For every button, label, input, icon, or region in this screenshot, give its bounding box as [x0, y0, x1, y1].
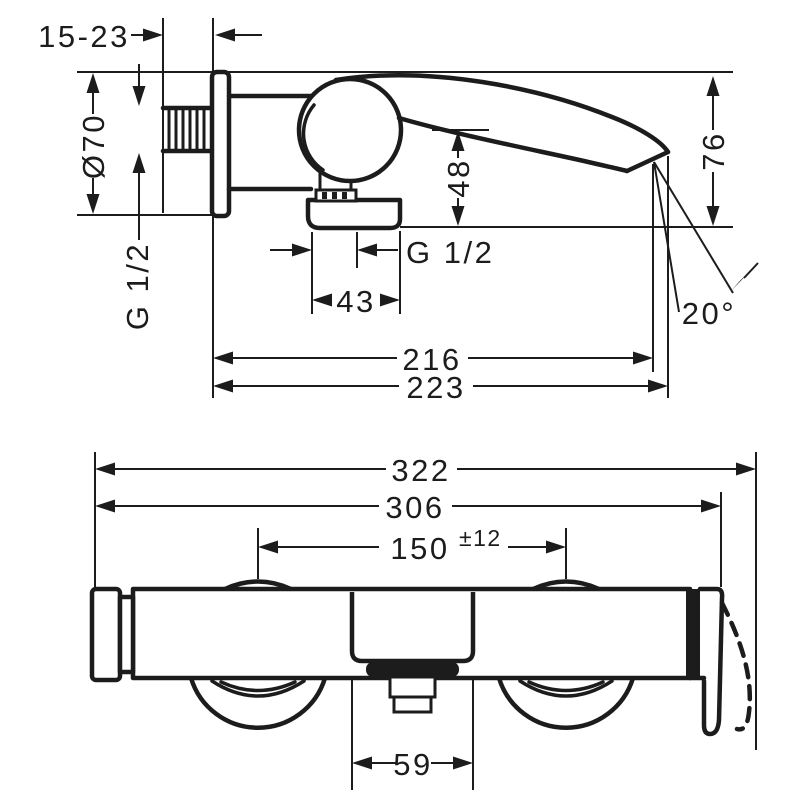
faucet-plan-geometry: [89, 579, 752, 737]
arrowhead: [312, 293, 332, 307]
arrowhead: [380, 293, 400, 307]
cartridge-housing: [349, 592, 476, 664]
reach-total-label: 223: [406, 370, 465, 405]
wall-bracket-hook: [697, 586, 725, 737]
outlet-housing-width-label: 59: [393, 747, 432, 782]
dim-reach-to-outlet: 216: [213, 342, 653, 377]
arrowhead: [451, 131, 465, 151]
spout-opening: [366, 662, 459, 677]
outlet-stub-step-1: [388, 675, 437, 699]
spout-height-label: 76: [696, 131, 731, 170]
mixer-body: [226, 93, 319, 192]
threaded-inlet-pipe: [160, 105, 214, 154]
arrowhead: [213, 379, 233, 393]
left-union-nut: [188, 677, 328, 730]
dim-reach-total: 223: [213, 370, 668, 405]
arrowhead: [706, 76, 720, 96]
overall-width-label: 322: [391, 453, 450, 488]
dim-escutcheon-diameter: Ø70: [76, 73, 111, 214]
dim-housing-width: 43: [312, 284, 400, 319]
stream-angle-line-2: [653, 161, 734, 294]
arrowhead: [648, 379, 668, 393]
spout-bottom-curve: [396, 115, 630, 174]
inlet-thread-label: G 1/2: [120, 242, 155, 330]
dim-spout-height: 76: [696, 76, 731, 226]
dim-outlet-housing-width: 59: [352, 747, 473, 782]
plan-view: 322 306 150 ±12 59: [89, 452, 757, 790]
reach-to-outlet-label: 216: [402, 342, 461, 377]
handle-dome: [296, 76, 404, 184]
dim-width-to-bracket: 306: [95, 490, 721, 525]
arrowhead: [453, 756, 473, 770]
dim-inlet-thread: G 1/2: [120, 64, 155, 330]
arrowhead: [215, 28, 235, 42]
side-view-extension-lines: [77, 18, 734, 398]
shower-outlet-thread-label: G 1/2: [406, 235, 494, 270]
wall-depth-label: 15-23: [38, 19, 130, 54]
arrowhead: [95, 462, 115, 476]
housing-outline: [305, 197, 403, 231]
hidden-hose-dashed: [719, 600, 752, 732]
spout: [333, 73, 671, 174]
housing-width-label: 43: [336, 284, 375, 319]
arrowhead: [546, 540, 566, 554]
thread-hatching: [167, 110, 206, 149]
escutcheon-diameter-label: Ø70: [76, 113, 111, 179]
arrowhead: [132, 86, 146, 106]
dim-shower-outlet-thread: G 1/2: [270, 235, 494, 270]
arrowhead: [701, 499, 721, 513]
arrowhead: [86, 194, 100, 214]
arrowhead: [143, 28, 163, 42]
right-union-nut: [496, 677, 636, 730]
bottom-outlet-housing: [305, 173, 403, 231]
arrowhead: [633, 351, 653, 365]
arrowhead: [451, 206, 465, 226]
spout-end-face: [624, 149, 671, 174]
stub-hatching: [322, 192, 347, 199]
plan-view-extension-lines: [94, 452, 757, 790]
dim-overall-width: 322: [95, 453, 756, 488]
connection-centers-label: 150: [390, 531, 449, 566]
stream-angle-line-1: [653, 161, 680, 313]
wall-escutcheon: [209, 69, 232, 219]
arrowhead: [731, 271, 750, 291]
outlet-stub-step-2: [392, 695, 433, 714]
arrowhead: [352, 756, 372, 770]
arrowhead: [86, 73, 100, 93]
width-to-bracket-label: 306: [385, 490, 444, 525]
arrowhead: [132, 153, 146, 173]
dim-connection-centers: 150 ±12: [258, 525, 566, 566]
arrowhead: [357, 243, 377, 257]
arrowhead: [213, 351, 233, 365]
outlet-drop-label: 48: [441, 158, 476, 197]
arrowhead: [706, 206, 720, 226]
side-view: 15-23 Ø70 G 1/2 48 G: [38, 18, 759, 405]
arrowhead: [292, 243, 312, 257]
arrowhead: [258, 540, 278, 554]
arrowhead: [736, 462, 756, 476]
dim-stream-angle: 20°: [682, 262, 759, 331]
dim-outlet-drop: 48: [441, 131, 476, 226]
left-cap-connector: [117, 594, 136, 675]
faucet-side-geometry: [160, 69, 671, 231]
dim-wall-depth: 15-23: [38, 19, 262, 54]
spout-top-curve: [333, 73, 671, 155]
body-end-escutcheon-edge: [686, 589, 700, 678]
handle-dome-inner-edge: [301, 103, 325, 172]
stream-angle-label: 20°: [682, 296, 736, 331]
left-end-cap: [89, 586, 123, 683]
connection-tolerance-label: ±12: [459, 525, 502, 551]
arrowhead: [95, 499, 115, 513]
